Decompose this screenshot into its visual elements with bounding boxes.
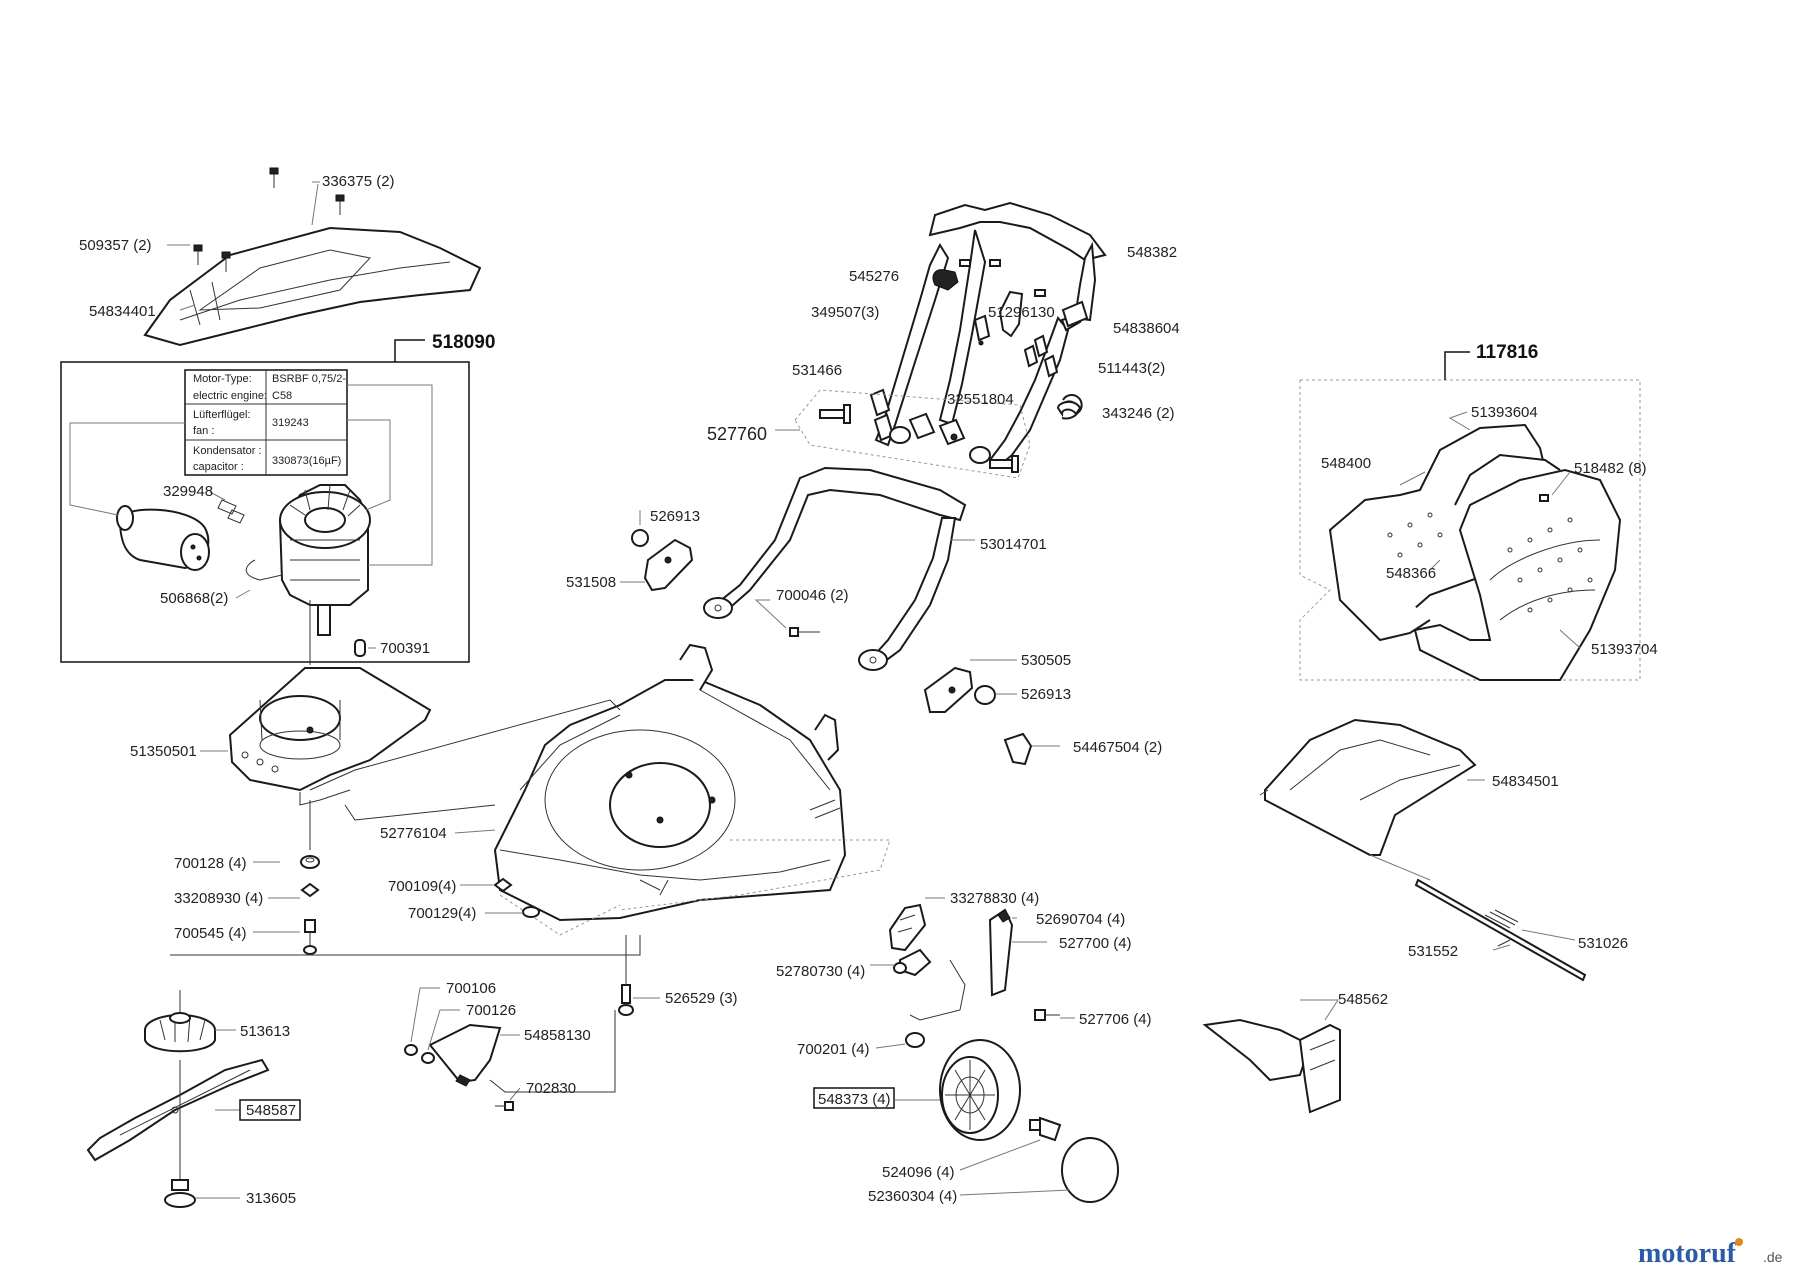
label-32551804: 32551804 [947,391,1014,408]
label-52780730: 52780730 (4) [776,963,865,980]
mulch-plug [404,1023,514,1111]
label-54858130: 54858130 [524,1027,591,1044]
height-adjuster [888,903,1060,1048]
label-531026: 531026 [1578,935,1628,952]
wheel [939,1039,1119,1203]
label-349507: 349507(3) [811,304,879,321]
label-531508: 531508 [566,574,616,591]
label-509357: 509357 (2) [79,237,152,254]
mower-deck [493,643,847,922]
deck-nuts [493,877,540,918]
label-54834401: 54834401 [89,303,156,320]
label-51393604: 51393604 [1471,404,1538,421]
label-313605: 313605 [246,1190,296,1207]
label-506868: 506868(2) [160,590,228,607]
label-343246: 343246 (2) [1102,405,1175,422]
label-54834501: 54834501 [1492,773,1559,790]
motor-assembly [60,339,470,663]
label-52690704: 52690704 (4) [1036,911,1125,928]
label-assembly-117816: 117816 [1476,342,1538,363]
mulch-wedge [1202,1018,1341,1114]
watermark-dot-icon [1735,1238,1743,1246]
label-700391: 700391 [380,640,430,657]
label-518482: 518482 (8) [1574,460,1647,477]
label-548373: 548373 (4) [818,1091,891,1108]
handle-knob-left [631,529,694,592]
label-51350501: 51350501 [130,743,197,760]
label-700201: 700201 (4) [797,1041,870,1058]
watermark-logo: motoruf .de [1638,1238,1783,1269]
label-700126: 700126 [466,1002,516,1019]
blade-assembly [86,990,270,1208]
motor-type-key: Motor-Type: [193,373,252,385]
watermark-brand: motoruf [1638,1238,1737,1269]
label-527700: 527700 (4) [1059,935,1132,952]
electric-engine-value: C58 [272,390,292,402]
electric-engine-key: electric engine: [193,390,267,402]
label-526529: 526529 (3) [665,990,738,1007]
label-530505: 530505 [1021,652,1071,669]
label-545276: 545276 [849,268,899,285]
fan-key: fan : [193,425,214,437]
upper-handle [874,201,1107,467]
label-700129: 700129(4) [408,905,476,922]
label-548562: 548562 [1338,991,1388,1008]
handle-clamp-kit [819,404,1019,473]
label-329948: 329948 [163,483,213,500]
label-700106: 700106 [446,980,496,997]
capacitor-key-de: Kondensator : [193,445,262,457]
motor-type-value: BSRBF 0,75/2- [272,373,346,385]
capacitor-value: 330873(16µF) [272,455,341,467]
rear-rod [1414,878,1587,982]
label-54838604: 54838604 [1113,320,1180,337]
blade-hardware-stack [300,600,320,955]
handle-knob-right [923,666,1033,766]
label-526913-right: 526913 [1021,686,1071,703]
label-53014701: 53014701 [980,536,1047,553]
label-54467504: 54467504 (2) [1073,739,1162,756]
label-702830: 702830 [526,1080,576,1097]
label-526913-left: 526913 [650,508,700,525]
fan-housing [228,667,432,806]
label-513613: 513613 [240,1023,290,1040]
capacitor-key: capacitor : [193,461,244,473]
label-assembly-518090: 518090 [432,332,495,353]
grass-catcher [1328,423,1622,681]
lower-handle [703,466,967,671]
label-52360304: 52360304 (4) [868,1188,957,1205]
label-700046: 700046 (2) [776,587,849,604]
label-51393704: 51393704 [1591,641,1658,658]
fan-key-de: Lüfterflügel: [193,409,250,421]
label-548587: 548587 [246,1102,296,1119]
label-548366: 548366 [1386,565,1436,582]
label-531466: 531466 [792,362,842,379]
label-524096: 524096 (4) [882,1164,955,1181]
bolt-526529 [618,935,634,1016]
label-531552: 531552 [1408,943,1458,960]
label-52776104: 52776104 [380,825,447,842]
label-336375: 336375 (2) [322,173,395,190]
label-33208930: 33208930 (4) [174,890,263,907]
label-700545: 700545 (4) [174,925,247,942]
label-assembly-527760: 527760 [707,424,767,444]
rear-flap [1259,718,1477,856]
label-700128: 700128 (4) [174,855,247,872]
label-51296130: 51296130 [988,304,1055,321]
label-511443: 511443(2) [1098,360,1165,377]
label-33278830: 33278830 (4) [950,890,1039,907]
motor-cover [143,167,482,347]
watermark-suffix: .de [1763,1249,1783,1265]
label-548400: 548400 [1321,455,1371,472]
label-700109: 700109(4) [388,878,456,895]
fan-value: 319243 [272,417,309,429]
label-548382: 548382 [1127,244,1177,261]
label-527706: 527706 (4) [1079,1011,1152,1028]
